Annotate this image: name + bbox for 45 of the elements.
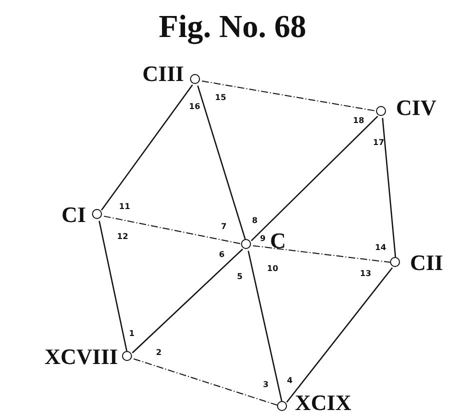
angle-number: 18 xyxy=(353,116,364,125)
angle-number: 5 xyxy=(237,272,243,281)
angle-number: 13 xyxy=(360,269,372,278)
angle-number: 16 xyxy=(189,102,200,111)
junction-circle xyxy=(241,239,252,250)
line xyxy=(250,116,378,242)
point-label: CIV xyxy=(396,96,436,120)
point-label: CII xyxy=(410,251,444,275)
angle-number: 15 xyxy=(215,93,226,102)
junction-circle xyxy=(92,209,102,220)
line xyxy=(382,118,396,258)
angle-number: 6 xyxy=(219,250,225,259)
line xyxy=(286,267,393,403)
junction-circle xyxy=(390,257,400,268)
angle-number: 2 xyxy=(156,348,162,357)
junction-circle xyxy=(376,106,386,116)
line xyxy=(132,248,244,354)
angle-number: 10 xyxy=(267,264,278,273)
point-label: C xyxy=(270,229,286,253)
line xyxy=(201,80,377,112)
line xyxy=(101,84,193,211)
point-label: XCIX xyxy=(295,391,352,415)
junction-circle xyxy=(190,74,200,84)
angle-number: 4 xyxy=(287,376,293,385)
junction-circle xyxy=(122,351,132,362)
angle-number: 8 xyxy=(252,216,258,225)
angle-number: 7 xyxy=(221,222,227,231)
point-label: CI xyxy=(62,203,86,227)
line xyxy=(98,220,128,352)
figure-title: Fig. No. 68 xyxy=(158,8,308,44)
angle-number: 17 xyxy=(373,138,384,147)
junction-circle xyxy=(277,401,288,412)
line xyxy=(248,250,282,402)
line xyxy=(133,358,278,406)
angle-number: 3 xyxy=(263,380,269,389)
angle-number: 11 xyxy=(119,202,130,211)
line xyxy=(197,86,246,240)
angle-number: 9 xyxy=(260,234,266,243)
angle-number: 1 xyxy=(129,329,135,338)
angle-number: 12 xyxy=(117,232,128,241)
point-label: CIII xyxy=(142,62,184,86)
point-label: XCVIII xyxy=(44,345,118,369)
line xyxy=(103,216,242,244)
angle-number: 14 xyxy=(375,243,386,252)
line xyxy=(252,245,391,263)
